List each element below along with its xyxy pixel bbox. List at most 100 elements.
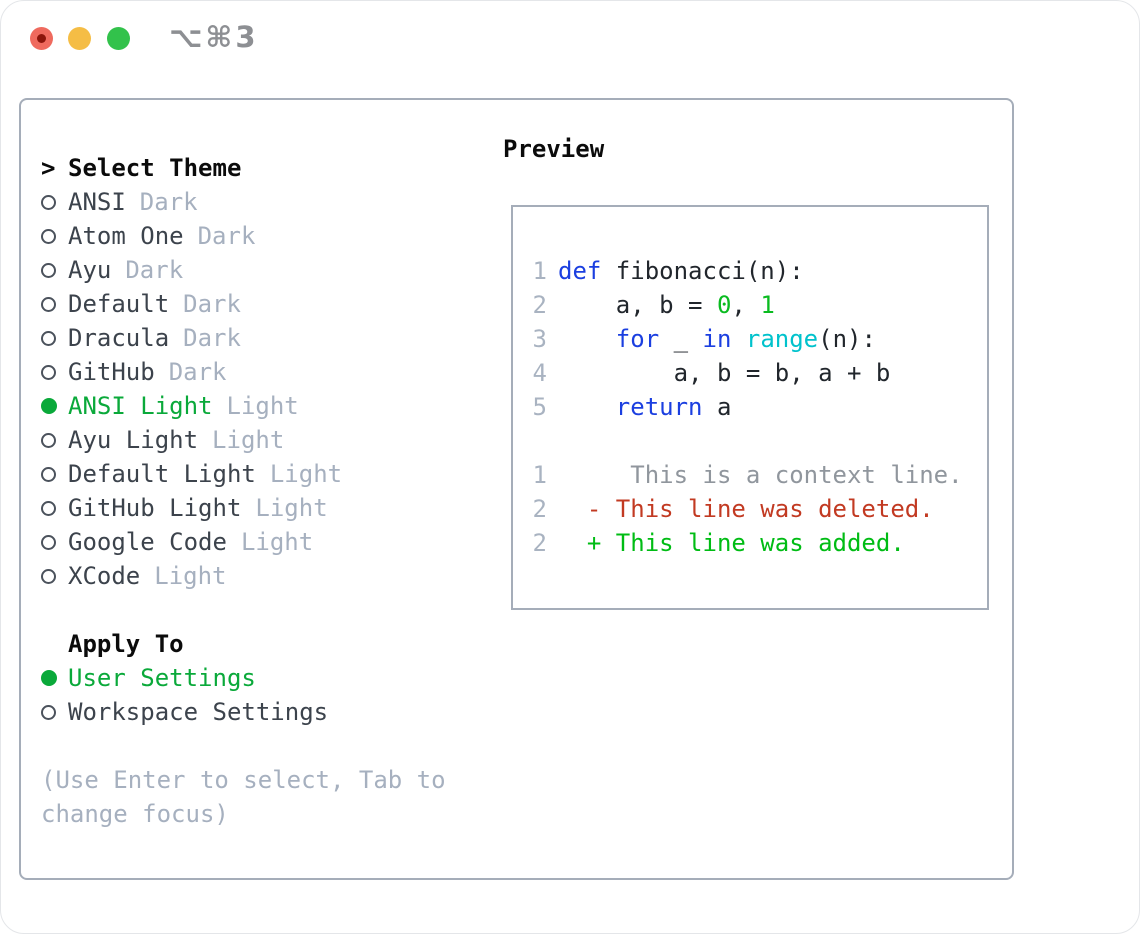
theme-option-label: ANSI Light — [68, 392, 213, 420]
theme-option[interactable]: Google Code Light — [41, 525, 491, 559]
theme-option[interactable]: GitHub Dark — [41, 355, 491, 389]
select-theme-header: > Select Theme — [41, 151, 491, 185]
line-number: 4 — [532, 359, 547, 387]
spacer — [41, 729, 491, 763]
select-theme-title: Select Theme — [68, 154, 242, 182]
apply-option-label: Workspace Settings — [68, 698, 329, 726]
theme-option-variant: Dark — [125, 256, 184, 284]
theme-option[interactable]: ANSI Light Light — [41, 389, 491, 423]
diff-line-text: - This line was deleted. — [558, 495, 934, 523]
line-number: 1 — [532, 257, 547, 285]
zoom-button[interactable] — [107, 27, 130, 50]
theme-option[interactable]: ANSI Dark — [41, 185, 491, 219]
theme-option-label: Ayu Light — [68, 426, 199, 454]
theme-option-label: GitHub — [68, 358, 155, 386]
theme-option-variant: Dark — [197, 222, 256, 250]
diff-line-text: + This line was added. — [558, 529, 905, 557]
theme-option-variant: Dark — [183, 324, 241, 352]
theme-option-variant: Light — [154, 562, 227, 590]
minimize-button[interactable] — [68, 27, 91, 50]
theme-option-label: GitHub Light — [68, 494, 242, 522]
theme-option[interactable]: Default Dark — [41, 287, 491, 321]
line-number: 1 — [532, 461, 547, 489]
line-number: 3 — [532, 325, 547, 353]
theme-option-label: XCode — [68, 562, 141, 590]
apply-option[interactable]: Workspace Settings — [41, 695, 491, 729]
apply-to-header: Apply To — [41, 627, 491, 661]
radio-icon — [41, 568, 56, 584]
titlebar: ⌥⌘3 — [1, 1, 1139, 76]
radio-icon — [41, 466, 56, 482]
radio-icon — [41, 500, 56, 516]
radio-icon — [41, 194, 56, 210]
theme-option-label: Atom One — [68, 222, 184, 250]
theme-option-label: Google Code — [68, 528, 227, 556]
apply-option-label: User Settings — [68, 664, 256, 692]
theme-option-variant: Light — [226, 392, 299, 420]
code-line: 2 a, b = 0, 1 — [531, 288, 987, 322]
line-number: 5 — [532, 393, 547, 421]
apply-to-title: Apply To — [68, 630, 184, 658]
theme-option-variant: Light — [240, 528, 314, 556]
code-line-text: a, b = b, a + b — [558, 359, 891, 387]
preview-title: Preview — [503, 135, 605, 163]
theme-option[interactable]: Atom One Dark — [41, 219, 491, 253]
radio-icon — [41, 364, 56, 380]
theme-option[interactable]: GitHub Light Light — [41, 491, 491, 525]
radio-icon — [41, 228, 56, 244]
theme-option-variant: Dark — [139, 188, 198, 216]
window-title: ⌥⌘3 — [169, 20, 259, 54]
theme-option[interactable]: XCode Light — [41, 559, 491, 593]
line-number: 2 — [532, 291, 547, 319]
code-line-text: def fibonacci(n): — [558, 257, 804, 285]
blank-line — [531, 424, 987, 458]
radio-icon — [41, 534, 56, 550]
radio-selected-icon — [41, 670, 57, 686]
apply-option[interactable]: User Settings — [41, 661, 491, 695]
focus-caret-icon: > — [41, 154, 56, 182]
diff-line-text: This is a context line. — [558, 461, 963, 489]
theme-option[interactable]: Ayu Light Light — [41, 423, 491, 457]
radio-icon — [41, 296, 56, 312]
theme-option-label: Dracula — [68, 324, 170, 352]
help-text: (Use Enter to select, Tab to change focu… — [41, 766, 446, 828]
theme-option-variant: Dark — [183, 290, 241, 318]
unsaved-dot-icon — [37, 34, 46, 43]
code-line: 4 a, b = b, a + b — [531, 356, 987, 390]
code-line-text: return a — [615, 393, 732, 421]
theme-option-variant: Dark — [168, 358, 227, 386]
diff-line: 1 This is a context line. — [531, 458, 987, 492]
code-line-text: for _ in range(n): — [615, 325, 876, 353]
theme-option-label: ANSI — [68, 188, 126, 216]
code-line-text: a, b = 0, 1 — [558, 291, 775, 319]
close-button[interactable] — [30, 27, 53, 50]
radio-icon — [41, 330, 56, 346]
diff-line: 2 + This line was added. — [531, 526, 987, 560]
spacer — [41, 593, 491, 627]
radio-selected-icon — [41, 398, 57, 414]
theme-option-label: Ayu — [68, 256, 112, 284]
line-number: 2 — [532, 529, 547, 557]
theme-option-label: Default Light — [68, 460, 256, 488]
theme-option[interactable]: Dracula Dark — [41, 321, 491, 355]
theme-option-variant: Light — [255, 494, 328, 522]
theme-option[interactable]: Ayu Dark — [41, 253, 491, 287]
radio-icon — [41, 262, 56, 278]
theme-option[interactable]: Default Light Light — [41, 457, 491, 491]
theme-option-variant: Light — [212, 426, 285, 454]
line-number: 2 — [532, 495, 547, 523]
diff-line: 2 - This line was deleted. — [531, 492, 987, 526]
code-line: 5 return a — [531, 390, 987, 424]
theme-option-label: Default — [68, 290, 170, 318]
theme-option-variant: Light — [269, 460, 343, 488]
radio-icon — [41, 704, 56, 720]
code-line: 3 for _ in range(n): — [531, 322, 987, 356]
code-line: 1 def fibonacci(n): — [531, 254, 987, 288]
